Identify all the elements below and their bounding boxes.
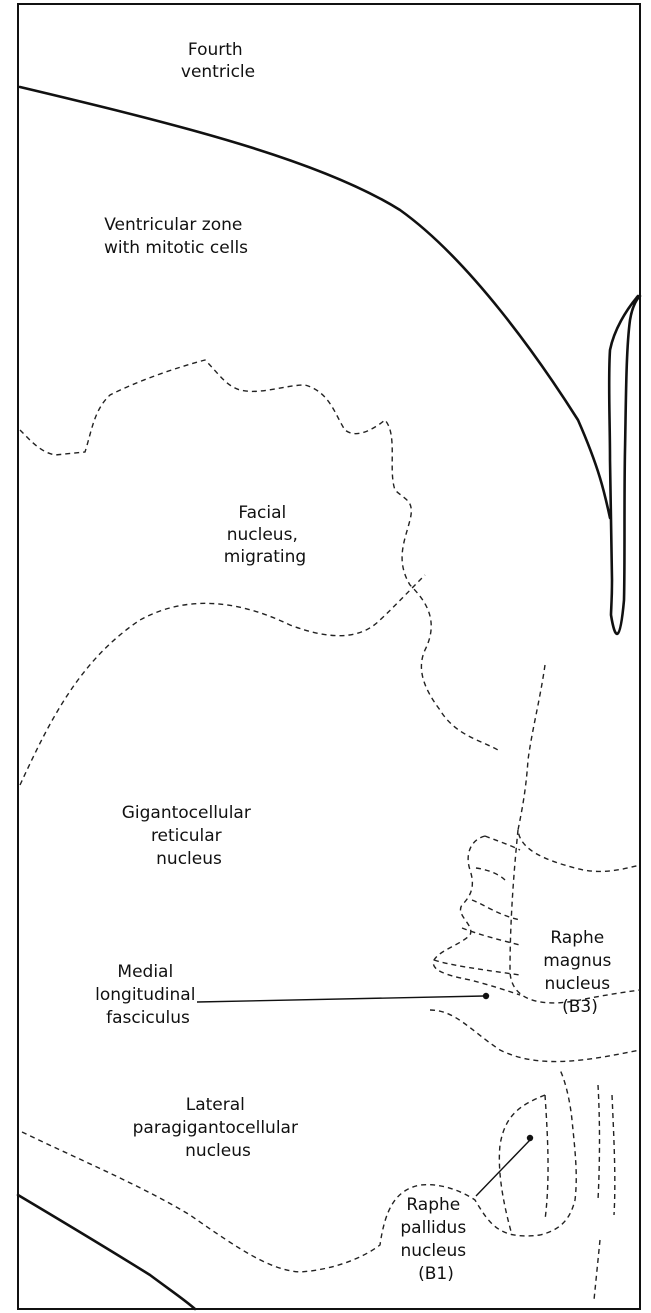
label-raphe-magnus: Raphe magnus nucleus (B3) (543, 928, 617, 1017)
raphe-pallidus-leader-dot (527, 1135, 533, 1141)
raphe-pallidus-leader-line (476, 1140, 530, 1196)
label-gigantocellular: Gigantocellular reticular nucleus (122, 803, 257, 869)
label-raphe-pallidus: Raphe pallidus nucleus (B1) (400, 1195, 471, 1284)
facial-nucleus-lower-boundary (20, 575, 425, 785)
label-lateral-paragigantocellular: Lateral paragigantocellular nucleus (133, 1095, 304, 1161)
midline-tract-lines (594, 1085, 615, 1300)
label-ventricular-zone: Ventricular zone with mitotic cells (104, 215, 248, 258)
midline-boundary-upper (518, 665, 640, 871)
ventricular-surface-line (20, 87, 610, 518)
label-fourth-ventricle: Fourth ventricle (181, 40, 255, 82)
mlf-leader-dot (483, 993, 489, 999)
mlf-lower-boundary (430, 1010, 640, 1062)
mlf-striations (433, 836, 520, 995)
label-medial-longitudinal: Medial longitudinal fasciculus (95, 962, 201, 1028)
midline-ventricle-outline (609, 296, 640, 634)
ventral-surface-line (18, 1195, 195, 1309)
mlf-leader-line (197, 996, 484, 1002)
paragigantocellular-boundary (22, 1070, 576, 1272)
label-facial-nucleus: Facial nucleus, migrating (224, 503, 306, 567)
